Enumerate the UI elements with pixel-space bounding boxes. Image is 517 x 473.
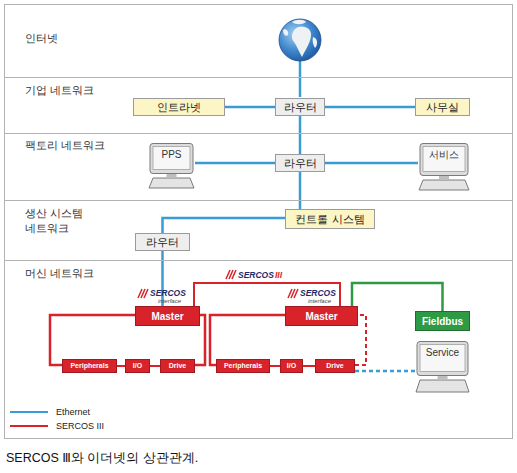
router-box: 라우터 xyxy=(275,154,325,172)
band-label: 팩토리 네트워크 xyxy=(25,138,125,153)
device-box: Peripherals xyxy=(62,359,117,373)
master-box: Master xyxy=(135,306,200,326)
router-box: 라우터 xyxy=(135,233,190,251)
device-box: Peripherals xyxy=(216,359,270,373)
computer-icon: Service xyxy=(415,341,470,393)
network-link xyxy=(325,106,415,109)
network-link xyxy=(163,218,286,233)
network-band: 머신 네트워크 Master Master FieldbusPeripherals I/… xyxy=(5,260,512,400)
globe-continent xyxy=(313,37,317,48)
node-label: 인트라넷 xyxy=(157,101,201,113)
computer-icon: 서비스 xyxy=(418,143,470,191)
node-label: I/O xyxy=(133,362,142,370)
node-label: 라우터 xyxy=(146,236,179,248)
node-label: Service xyxy=(415,347,470,358)
network-band: 인터넷 xyxy=(5,5,512,77)
logo-slashes xyxy=(226,270,236,279)
band-label: 생산 시스템 네트워크 xyxy=(25,206,91,236)
network-link xyxy=(355,370,415,373)
node-label: Master xyxy=(151,311,183,322)
legend-row: Ethernet xyxy=(10,406,90,418)
keyboard-shape xyxy=(416,380,469,392)
master-box: Master xyxy=(285,306,358,326)
device-box: I/O xyxy=(280,359,303,373)
legend-row: SERCOS III xyxy=(10,420,104,432)
control-box: 컨트롤 시스템 xyxy=(285,209,375,229)
node-label: PPS xyxy=(148,149,195,160)
network-link xyxy=(210,315,285,365)
logo-text: SERCOS xyxy=(150,289,186,298)
band-label: 기업 네트워크 xyxy=(25,83,120,98)
network-link xyxy=(299,172,302,209)
frame xyxy=(5,5,513,439)
logo-text: interface xyxy=(158,298,181,304)
globe xyxy=(279,19,321,61)
keyboard-shape xyxy=(149,178,194,188)
computer-icon: PPS xyxy=(148,143,195,189)
network-link xyxy=(325,162,418,165)
globe-continent xyxy=(292,20,306,25)
legend-line-sample xyxy=(10,425,48,427)
network-band: 기업 네트워크인트라넷 라우터 사무실 xyxy=(5,77,512,133)
band-label: 인터넷 xyxy=(25,31,85,46)
device-box: Drive xyxy=(160,359,195,373)
legend-label: SERCOS III xyxy=(56,421,104,431)
logo-slashes xyxy=(138,289,148,298)
network-link xyxy=(352,283,443,311)
network-band: 팩토리 네트워크 PPS 라우터 서비스 xyxy=(5,133,512,200)
legend-line-sample xyxy=(10,411,48,413)
logo-text: III xyxy=(275,271,282,280)
keyboard-shape xyxy=(419,180,469,190)
node-label: Peripherals xyxy=(70,362,108,370)
logo-slashes xyxy=(288,289,298,298)
node-label: Drive xyxy=(169,362,187,370)
network-link xyxy=(299,116,302,154)
logo-text: interface xyxy=(308,298,331,304)
node-label: Fieldbus xyxy=(422,316,463,327)
network-link xyxy=(150,365,160,367)
monitor-frame xyxy=(417,342,468,376)
network-band: 생산 시스템 네트워크 컨트롤 시스템라우터 xyxy=(5,200,512,260)
node-label: 서비스 xyxy=(418,149,470,160)
network-link xyxy=(194,283,340,306)
node-label: Master xyxy=(305,311,337,322)
node-label: 라우터 xyxy=(284,101,317,113)
legend-label: Ethernet xyxy=(56,407,90,417)
figure-caption: SERCOS Ⅲ와 이더넷의 상관관계. xyxy=(6,450,198,467)
logo-text: SERCOS xyxy=(300,289,336,298)
band-label: 머신 네트워크 xyxy=(25,266,120,281)
globe-continent xyxy=(292,26,311,57)
network-link xyxy=(225,106,275,109)
node-label: Peripherals xyxy=(224,362,262,370)
network-link xyxy=(303,365,315,367)
node-label: 라우터 xyxy=(284,157,317,169)
logo-text: SERCOS xyxy=(238,271,274,280)
network-link xyxy=(195,162,275,165)
network-box: 인트라넷 xyxy=(133,98,225,116)
network-link xyxy=(117,365,125,367)
internet-link xyxy=(299,60,302,97)
node-label: 사무실 xyxy=(426,101,459,113)
device-box: I/O xyxy=(125,359,150,373)
router-box: 라우터 xyxy=(275,98,325,116)
network-link xyxy=(50,315,135,365)
node-label: Drive xyxy=(326,362,344,370)
fieldbus-box: Fieldbus xyxy=(415,311,470,331)
node-label: 컨트롤 시스템 xyxy=(295,213,364,225)
device-box: Drive xyxy=(315,359,355,373)
node-label: I/O xyxy=(287,362,296,370)
network-link xyxy=(270,365,280,367)
globe-continent xyxy=(283,29,288,35)
network-box: 사무실 xyxy=(415,98,470,116)
